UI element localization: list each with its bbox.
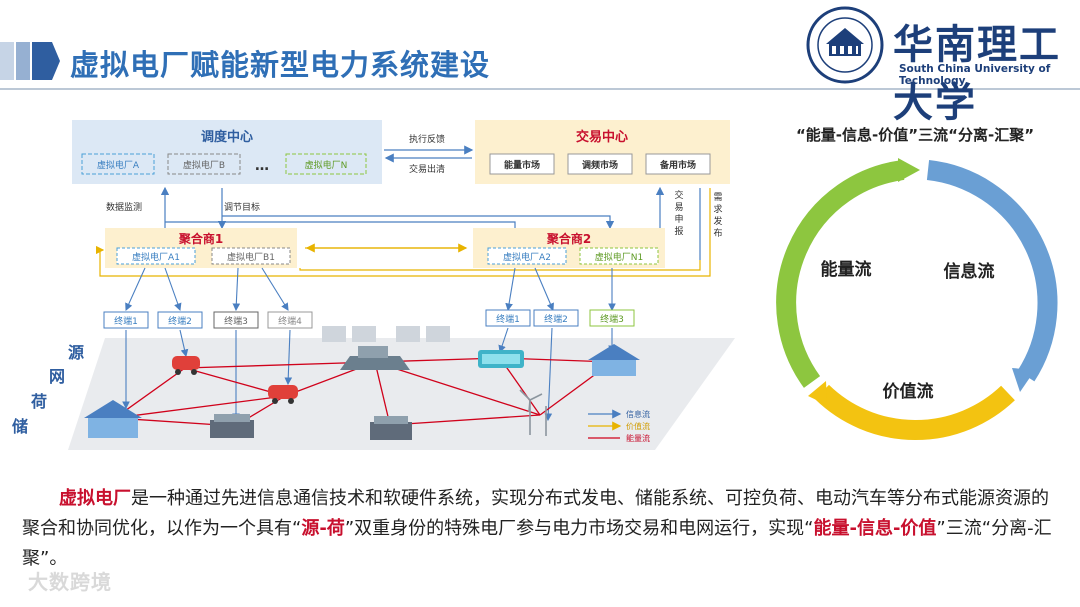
label-data-monitor: 数据监测 <box>106 201 142 213</box>
cycle-title: “能量-信息-价值”三流“分离-汇聚” <box>796 126 1034 144</box>
university-name-en: South China University of Technology <box>899 63 1051 87</box>
legend-energy-flow: 能量流 <box>626 433 650 443</box>
trading-center-title: 交易中心 <box>576 129 628 145</box>
cycle-ring <box>776 158 1058 441</box>
university-name-cn: 华南理工大学 <box>893 21 1061 126</box>
svg-text:需: 需 <box>713 192 722 203</box>
svg-text:能量市场: 能量市场 <box>504 159 540 171</box>
dispatch-center-title: 调度中心 <box>201 129 253 145</box>
agg1-vpp-b1 <box>211 247 291 265</box>
svg-text:申: 申 <box>674 213 683 225</box>
dispatch-vpp-n <box>285 153 367 175</box>
svg-text:虚拟电厂A2: 虚拟电厂A2 <box>503 251 551 263</box>
description-paragraph: 虚拟电厂是一种通过先进信息通信技术和软硬件系统，实现分布式发电、储能系统、可控负… <box>22 488 1052 569</box>
factory-icon-1 <box>210 414 254 438</box>
house-icon-left <box>84 400 142 438</box>
svg-text:虚拟电厂A1: 虚拟电厂A1 <box>132 251 180 263</box>
svg-text:求: 求 <box>713 203 722 215</box>
svg-text:备用市场: 备用市场 <box>659 159 696 171</box>
cycle-label-info: 信息流 <box>944 261 995 282</box>
side-label-load: 荷 <box>31 392 47 411</box>
terminals-right: 终端1 终端2 终端3 <box>485 309 635 327</box>
dispatch-vpp-a <box>81 153 155 175</box>
svg-text:发: 发 <box>713 215 722 227</box>
label-regulate-target: 调节目标 <box>224 201 260 213</box>
terminal-left-2: 终端2 <box>168 315 192 327</box>
side-label-source: 源 <box>68 343 84 362</box>
dispatch-vpp-b <box>167 153 241 175</box>
svg-text:虚拟电厂B1: 虚拟电厂B1 <box>227 251 275 263</box>
svg-text:虚拟电厂B: 虚拟电厂B <box>183 159 225 171</box>
wind-turbine-icon <box>519 389 547 436</box>
house-icon-right <box>588 344 640 376</box>
cycle-label-energy: 能量流 <box>821 259 872 280</box>
highlight-vpp: 虚拟电厂 <box>59 488 131 509</box>
agg2-vpp-a2 <box>487 247 567 265</box>
side-label-grid: 网 <box>49 367 65 386</box>
label-demand-publish: 需 求 发 布 <box>713 192 722 239</box>
svg-text:虚拟电厂N: 虚拟电厂N <box>305 159 348 171</box>
terminal-left-3: 终端3 <box>224 315 248 327</box>
terminal-left-1: 终端1 <box>114 315 138 327</box>
market-energy <box>489 153 555 175</box>
label-trade-report: 交 易 申 报 <box>674 189 683 237</box>
legend-info-flow: 信息流 <box>626 409 650 419</box>
terminal-right-3: 终端3 <box>600 313 624 325</box>
page-title: 虚拟电厂赋能新型电力系统建设 <box>70 48 491 82</box>
watermark-text: 大数跨境 <box>28 570 112 594</box>
agg1-vpp-a1 <box>116 247 196 265</box>
factory-icon-2 <box>370 416 412 440</box>
legend: 信息流 价值流 能量流 <box>588 409 650 443</box>
terminal-left-4: 终端4 <box>278 315 302 327</box>
svg-text:交: 交 <box>674 189 683 201</box>
header-divider <box>0 88 1080 90</box>
aggregator2-title: 聚合商2 <box>546 231 591 246</box>
cycle-label-value: 价值流 <box>883 381 934 402</box>
terminal-right-1: 终端1 <box>496 313 520 325</box>
dispatch-center-box <box>72 120 382 184</box>
svg-text:布: 布 <box>713 227 722 239</box>
legend-value-flow: 价值流 <box>626 421 650 431</box>
svg-text:调频市场: 调频市场 <box>582 159 618 171</box>
market-reserve <box>645 153 711 175</box>
market-frequency <box>567 153 633 175</box>
ev-icon-1 <box>172 356 200 375</box>
highlight-source-load: 源-荷 <box>301 518 345 539</box>
svg-text:报: 报 <box>674 225 683 237</box>
label-exec-feedback: 执行反馈 <box>409 133 445 145</box>
terminals-left: 终端1 终端2 终端3 终端4 <box>103 311 313 329</box>
label-trade-clear: 交易出清 <box>409 163 445 175</box>
university-seal-icon <box>806 6 884 84</box>
terminal-right-2: 终端2 <box>544 313 568 325</box>
svg-text:虚拟电厂N1: 虚拟电厂N1 <box>595 251 643 263</box>
vpp-architecture-diagram: 调度中心 虚拟电厂A 虚拟电厂B … 虚拟电厂N 交易中心 能量市场 调频市场 … <box>11 120 735 450</box>
storage-icon <box>478 350 524 368</box>
highlight-three-flows: 能量-信息-价值 <box>813 518 937 539</box>
agg2-vpp-n1 <box>579 247 659 265</box>
svg-text:虚拟电厂A: 虚拟电厂A <box>97 159 140 171</box>
header-accent-bars <box>0 42 60 80</box>
three-flow-cycle: “能量-信息-价值”三流“分离-汇聚” 能量流 信息流 价值流 <box>776 126 1058 441</box>
svg-text:易: 易 <box>674 202 683 213</box>
aggregator1-title: 聚合商1 <box>178 231 223 246</box>
ev-icon-2 <box>268 385 298 404</box>
side-label-storage: 储 <box>11 417 28 436</box>
power-plant-icon <box>322 326 450 370</box>
svg-text:…: … <box>255 158 269 174</box>
